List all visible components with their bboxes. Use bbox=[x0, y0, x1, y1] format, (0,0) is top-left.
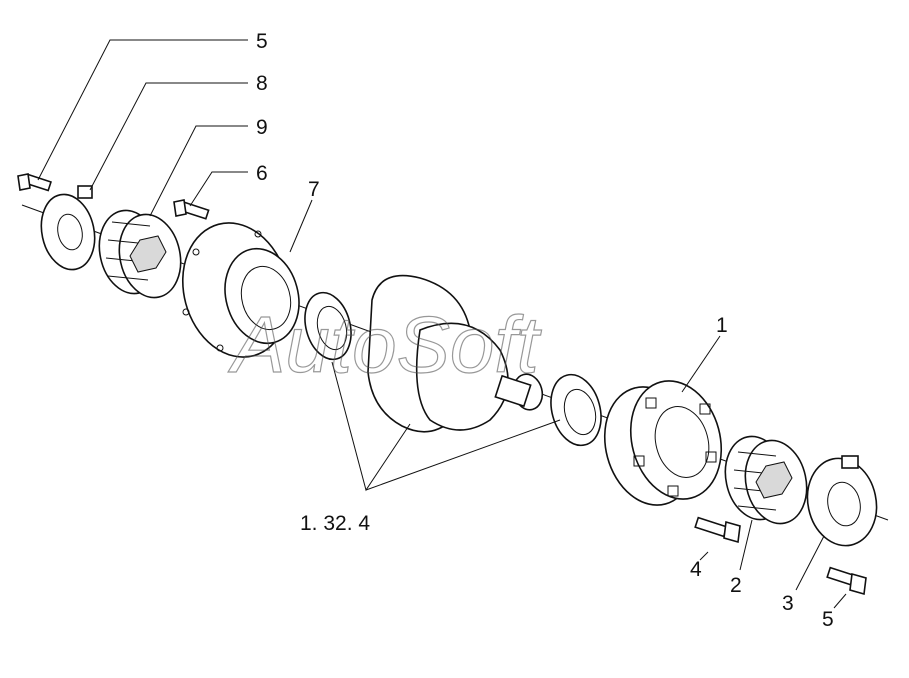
assembly-label: 1. 32. 4 bbox=[300, 512, 370, 535]
leader-5-bottom bbox=[833, 593, 847, 609]
differential-case bbox=[367, 274, 544, 433]
bearing-left bbox=[304, 291, 352, 361]
callout-6: 6 bbox=[256, 162, 268, 185]
callout-2: 2 bbox=[730, 574, 742, 597]
leader-9 bbox=[149, 125, 248, 217]
leader-6 bbox=[189, 171, 248, 207]
callout-4: 4 bbox=[690, 558, 702, 581]
leader-5-top bbox=[37, 39, 248, 181]
callout-5-bottom: 5 bbox=[822, 608, 834, 631]
adjusting-nut-9 bbox=[98, 209, 182, 299]
bearing-right bbox=[550, 373, 602, 447]
leader-7 bbox=[289, 199, 313, 253]
callout-5-top: 5 bbox=[256, 30, 268, 53]
leader-3 bbox=[795, 535, 825, 591]
callout-3: 3 bbox=[782, 592, 794, 615]
leader-assy-b bbox=[365, 419, 561, 491]
housing-7 bbox=[181, 222, 300, 358]
bolt-6 bbox=[173, 199, 210, 220]
leader-4 bbox=[699, 551, 709, 561]
leader-1 bbox=[681, 335, 721, 393]
callout-9: 9 bbox=[256, 116, 268, 139]
leader-8 bbox=[89, 82, 248, 191]
callout-8: 8 bbox=[256, 72, 268, 95]
adjusting-nut-2 bbox=[724, 435, 808, 525]
bolt-5-bottom bbox=[826, 566, 867, 596]
bolt-5-top bbox=[17, 173, 52, 192]
watermark: AutoSoft bbox=[228, 300, 542, 389]
housing-1 bbox=[603, 380, 723, 506]
lock-plate-3 bbox=[806, 455, 878, 547]
bolt-4 bbox=[694, 516, 741, 544]
lock-plate-8 bbox=[40, 185, 96, 271]
leader-2 bbox=[739, 519, 753, 571]
callout-7: 7 bbox=[308, 178, 320, 201]
callout-1: 1 bbox=[716, 314, 728, 337]
